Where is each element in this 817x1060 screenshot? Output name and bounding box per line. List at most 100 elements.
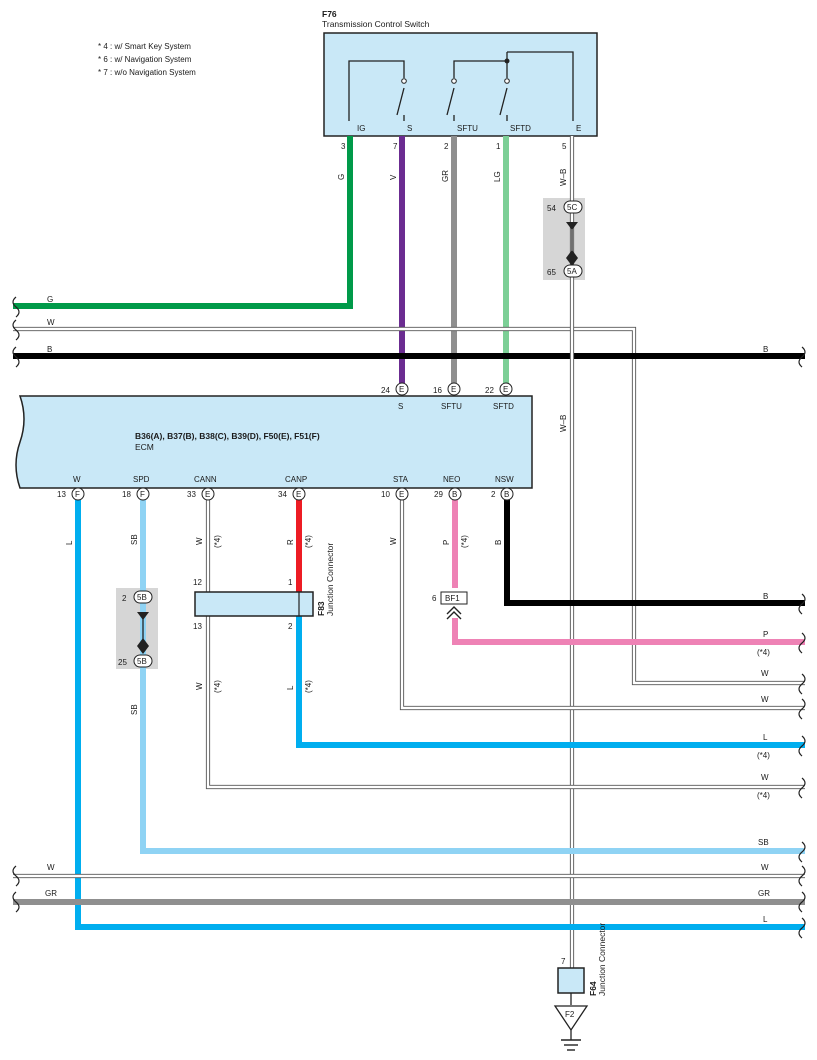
f2-ground-label: F2 bbox=[565, 1010, 575, 1019]
wire-label-b-nsw: B bbox=[494, 540, 503, 545]
f64-code: F64 bbox=[588, 981, 598, 996]
ecm-label-nsw: NSW bbox=[495, 475, 514, 484]
ecm-pin-2: 2 bbox=[491, 490, 496, 499]
f83-connector-body bbox=[194, 591, 314, 617]
ecm-pin-16: 16 bbox=[433, 386, 442, 395]
ecm-conn-e-badge bbox=[395, 382, 409, 396]
wire-w-upper bbox=[13, 326, 805, 686]
wire-label-w-b-top: W–B bbox=[559, 169, 568, 186]
ecm-conn-b: B bbox=[504, 490, 509, 499]
ecm-label-cann: CANN bbox=[194, 475, 217, 484]
right-label-w-4: W bbox=[761, 863, 769, 872]
joint-5b-top-label: 5B bbox=[137, 593, 147, 602]
ecm-label-sftu: SFTU bbox=[441, 402, 462, 411]
joint-pin-25: 25 bbox=[118, 658, 127, 667]
wire-g bbox=[13, 136, 353, 309]
f76-pin-1: 1 bbox=[496, 142, 501, 151]
f2-ground-triangle bbox=[553, 1005, 589, 1032]
left-label-gr-lower: GR bbox=[45, 889, 57, 898]
wire-label-p: P bbox=[442, 540, 451, 545]
wire-label-l: L bbox=[65, 540, 74, 545]
f64-pin-7: 7 bbox=[561, 957, 566, 966]
ecm-pin-34: 34 bbox=[278, 490, 287, 499]
right-label-b-top: B bbox=[763, 345, 768, 354]
wire-label-g: G bbox=[337, 174, 346, 180]
f76-name: Transmission Control Switch bbox=[322, 19, 430, 29]
ecm-label-w: W bbox=[73, 475, 81, 484]
ecm-connectors: B36(A), B37(B), B38(C), B39(D), F50(E), … bbox=[135, 431, 320, 441]
wire-label-w-cann: W bbox=[195, 537, 204, 545]
ecm-name: ECM bbox=[135, 442, 154, 452]
wire-l-w bbox=[75, 500, 805, 930]
wire-label-lg: LG bbox=[493, 171, 502, 182]
left-label-w: W bbox=[47, 318, 55, 327]
notes-block: * 4 : w/ Smart Key System * 6 : w/ Navig… bbox=[98, 42, 196, 77]
f64-connector-body bbox=[557, 967, 585, 994]
f64-name: Junction Connector bbox=[597, 923, 607, 996]
joint-5c-label: 5C bbox=[567, 203, 577, 212]
ecm-conn-e: E bbox=[205, 490, 210, 499]
f83-pin-12: 12 bbox=[193, 578, 202, 587]
ecm-label-neo: NEO bbox=[443, 475, 460, 484]
right-label-gr: GR bbox=[758, 889, 770, 898]
ecm-pin-24: 24 bbox=[381, 386, 390, 395]
f76-pin-7: 7 bbox=[393, 142, 398, 151]
f76-code: F76 bbox=[322, 9, 337, 19]
wire-sb-spd bbox=[140, 500, 805, 854]
ecm-conn-f-badge bbox=[71, 487, 85, 501]
f83-code: F83 bbox=[316, 601, 326, 616]
wire-l-canp bbox=[296, 616, 805, 748]
f76-pin-5: 5 bbox=[562, 142, 567, 151]
right-label-l-1: L bbox=[763, 733, 768, 742]
joint-5c-badge bbox=[563, 200, 583, 214]
wire-label-v: V bbox=[389, 174, 398, 180]
joint-5b-arrows bbox=[137, 612, 149, 654]
wire-note-canp: (*4) bbox=[304, 535, 313, 548]
joint-pin-2: 2 bbox=[122, 594, 127, 603]
f83-pin-1: 1 bbox=[288, 578, 293, 587]
ecm-label-sta: STA bbox=[393, 475, 409, 484]
wire-break-marks bbox=[12, 296, 806, 939]
ecm-conn-b-badge bbox=[500, 487, 514, 501]
bf1-badge bbox=[440, 591, 468, 605]
f76-terminal-sftu: SFTU bbox=[457, 124, 478, 133]
right-label-l-2: L bbox=[763, 915, 768, 924]
joint-5b-bottom-badge bbox=[133, 654, 153, 668]
right-label-sb: SB bbox=[758, 838, 769, 847]
wire-note-cann: (*4) bbox=[213, 535, 222, 548]
ecm-conn-b: B bbox=[452, 490, 457, 499]
ecm-conn-f: F bbox=[75, 490, 80, 499]
ecm-conn-e: E bbox=[399, 385, 404, 394]
ecm-conn-b-badge bbox=[448, 487, 462, 501]
wire-label-w-cann-lower: W bbox=[195, 682, 204, 690]
right-label-p: P bbox=[763, 630, 768, 639]
ecm-pin-29: 29 bbox=[434, 490, 443, 499]
wire-label-w-b-side: W–B bbox=[559, 415, 568, 432]
wire-label-r: R bbox=[286, 539, 295, 545]
right-note-l: (*4) bbox=[757, 751, 770, 760]
ecm-bottom-pins: 13 F 18 F 33 E 34 E 10 E 29 B 2 B bbox=[57, 487, 514, 501]
f76-contact-dots bbox=[401, 78, 510, 84]
note-with-navigation: * 6 : w/ Navigation System bbox=[98, 55, 192, 64]
f83-pin-13: 13 bbox=[193, 622, 202, 631]
f76-switch-body bbox=[323, 32, 598, 137]
ecm-pin-13: 13 bbox=[57, 490, 66, 499]
ecm-conn-e: E bbox=[399, 490, 404, 499]
left-label-g: G bbox=[47, 295, 53, 304]
note-without-navigation: * 7 : w/o Navigation System bbox=[98, 68, 196, 77]
f76-pin-2: 2 bbox=[444, 142, 449, 151]
ecm-pin-22: 22 bbox=[485, 386, 494, 395]
f76-terminal-s: S bbox=[407, 124, 412, 133]
ground-icon bbox=[561, 1039, 581, 1051]
wire-b-nsw bbox=[504, 500, 805, 606]
f83-pin-2: 2 bbox=[288, 622, 293, 631]
joint-5a-badge bbox=[563, 264, 583, 278]
ecm-body bbox=[15, 395, 533, 489]
joint-pin-54: 54 bbox=[547, 204, 556, 213]
ecm-conn-e: E bbox=[296, 490, 301, 499]
f76-junction-dot bbox=[504, 58, 510, 64]
wire-label-w-sta: W bbox=[389, 537, 398, 545]
left-label-b: B bbox=[47, 345, 52, 354]
ecm-pin-10: 10 bbox=[381, 490, 390, 499]
right-exit-labels: B P (*4) W W L (*4) W (*4) SB W GR L bbox=[757, 592, 770, 924]
